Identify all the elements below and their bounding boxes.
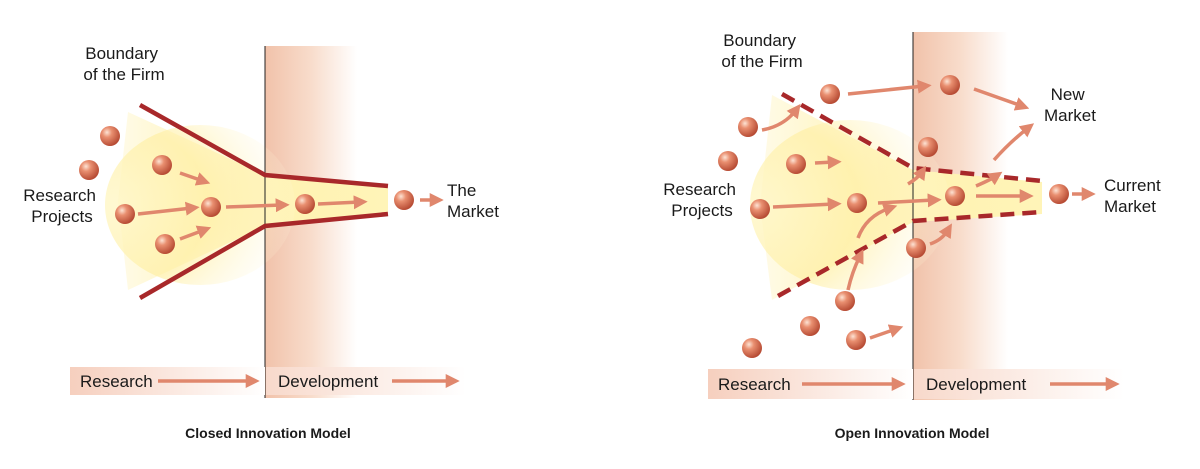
project-ball xyxy=(295,194,315,214)
project-ball xyxy=(394,190,414,210)
open-research-phase: Research xyxy=(718,375,791,394)
project-ball xyxy=(155,234,175,254)
open-current-market-label: Current Market xyxy=(1104,176,1165,216)
project-ball xyxy=(835,291,855,311)
project-ball xyxy=(738,117,758,137)
open-new-market-label: New Market xyxy=(1044,85,1096,125)
open-boundary-label: Boundary of the Firm xyxy=(721,31,802,71)
project-ball xyxy=(940,75,960,95)
project-ball xyxy=(742,338,762,358)
project-ball xyxy=(79,160,99,180)
project-ball xyxy=(201,197,221,217)
project-ball xyxy=(820,84,840,104)
project-ball xyxy=(847,193,867,213)
open-funnel-bottom xyxy=(776,209,1043,298)
closed-boundary-label: Boundary of the Firm xyxy=(83,44,164,84)
project-ball xyxy=(152,155,172,175)
open-flow-arrows xyxy=(761,79,1096,340)
open-research-projects xyxy=(718,75,1069,358)
open-development-phase: Development xyxy=(926,375,1026,394)
closed-caption: Closed Innovation Model xyxy=(185,425,351,441)
project-ball xyxy=(1049,184,1069,204)
closed-research-phase: Research xyxy=(80,372,153,391)
closed-market-label: The Market xyxy=(447,181,499,221)
closed-model: Boundary of the Firm Research Projects T… xyxy=(23,44,499,441)
project-ball xyxy=(718,151,738,171)
project-ball xyxy=(945,186,965,206)
project-ball xyxy=(786,154,806,174)
closed-research-projects-label: Research Projects xyxy=(23,186,101,226)
open-research-projects-label: Research Projects xyxy=(663,180,741,220)
open-model: Boundary of the Firm Research Projects N… xyxy=(663,31,1165,441)
project-ball xyxy=(846,330,866,350)
closed-flow-arrows xyxy=(137,171,444,241)
closed-funnel-bottom xyxy=(138,211,389,300)
closed-research-projects xyxy=(79,126,414,254)
open-funnel-top xyxy=(780,92,1043,184)
closed-development-phase: Development xyxy=(278,372,378,391)
project-ball xyxy=(115,204,135,224)
open-caption: Open Innovation Model xyxy=(835,425,990,441)
project-ball xyxy=(100,126,120,146)
project-ball xyxy=(918,137,938,157)
project-ball xyxy=(906,238,926,258)
closed-funnel-top xyxy=(138,103,389,189)
project-ball xyxy=(750,199,770,219)
project-ball xyxy=(800,316,820,336)
